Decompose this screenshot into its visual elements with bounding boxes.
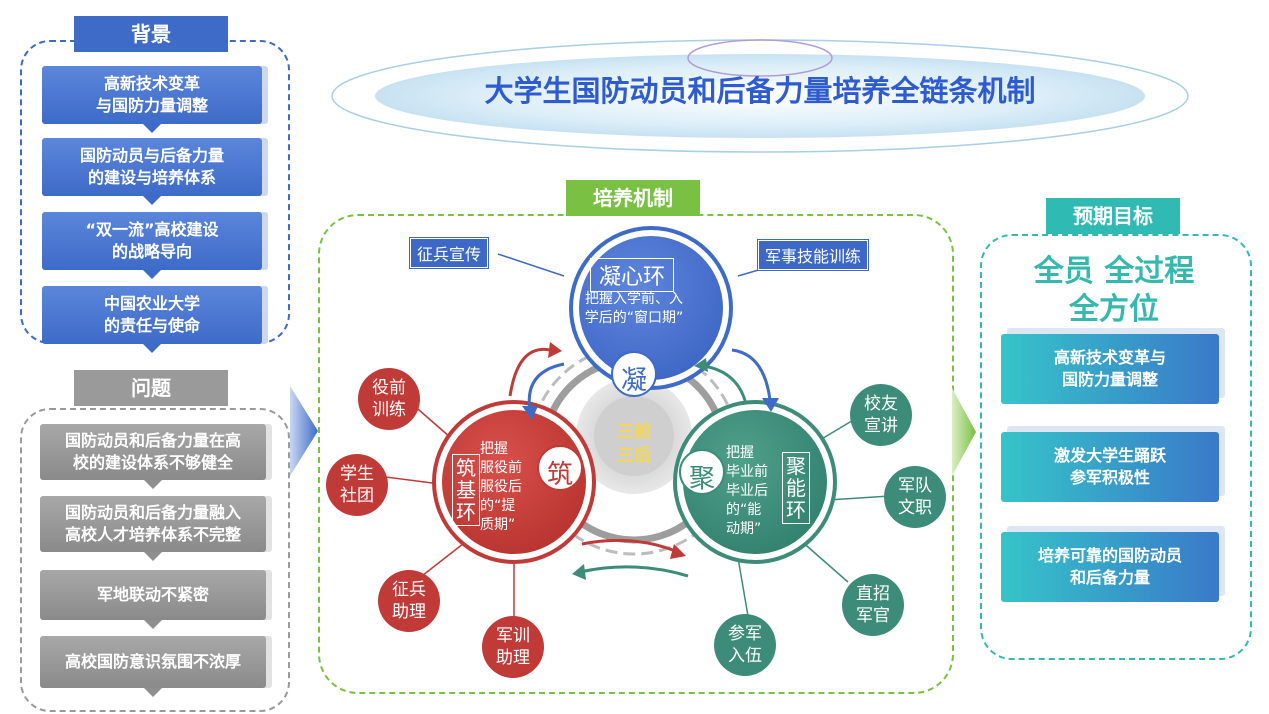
top-ring-text: 把握入学前、入 学后的“窗口期” [584,291,684,326]
left-ring-name: 筑 基 环 [452,454,480,526]
arrow-right-icon-blue [290,386,318,476]
node-pre-service-training: 役前 训练 [358,368,420,430]
mechanism-header: 培养机制 [566,180,700,216]
right-ring-name: 聚 能 环 [782,452,810,524]
background-item-1: 高新技术变革 与国防力量调整 [42,66,262,133]
tag-military-skills-training: 军事技能训练 [758,240,869,270]
node-student-clubs: 学生 社团 [326,454,388,516]
top-ring-name: 凝心环 [590,258,674,292]
left-ring-text: 把握 服役前 服役后 的“提 质期” [480,441,522,533]
node-enlist: 参军 入伍 [714,614,776,676]
problem-item-1: 国防动员和后备力量在高 校的建设体系不够健全 [40,424,266,489]
node-training-assistant: 军训 助理 [482,616,544,678]
problem-item-4: 高校国防意识氛围不浓厚 [40,636,266,697]
goals-headline-2: 全方位 [1069,292,1159,327]
problem-item-3: 军地联动不紧密 [40,570,266,629]
background-item-4: 中国农业大学 的责任与使命 [42,286,262,353]
ring-diagram [377,226,891,622]
glyph-ju-icon: 聚 [688,464,715,494]
goal-item-3: 培养可靠的国防动员 和后备力量 [1001,532,1219,602]
problem-item-2: 国防动员和后备力量融入 高校人才培养体系不完整 [40,496,266,561]
center-label: 三前 三后 [617,422,651,466]
title-banner [331,39,1189,153]
problems-panel [20,408,290,712]
background-item-3: “双一流”高校建设 的战略导向 [42,212,262,279]
arrow-right-icon-green [952,388,976,476]
background-header: 背景 [74,16,228,52]
node-military-civilian: 军队 文职 [884,466,946,528]
right-ring-text: 把握 毕业前 毕业后 的“能 动期” [726,445,768,537]
tag-recruitment-promotion: 征兵宣传 [410,238,489,268]
goal-item-1: 高新技术变革与 国防力量调整 [1001,334,1219,404]
glyph-ning-icon: 凝 [620,366,647,396]
problems-header: 问题 [74,370,228,406]
node-direct-officer: 直招 军官 [842,574,904,636]
goal-item-2: 激发大学生踊跃 参军积极性 [1001,432,1219,502]
node-recruitment-assistant: 征兵 助理 [378,570,440,632]
goals-panel [980,234,1252,660]
goals-headline-1: 全员 全过程 [1033,254,1195,289]
page-title: 大学生国防动员和后备力量培养全链条机制 [484,74,1036,108]
background-item-2: 国防动员与后备力量 的建设与培养体系 [42,138,262,205]
node-alumni-talk: 校友 宣讲 [850,384,912,446]
goals-header: 预期目标 [1046,198,1180,234]
glyph-zhu-icon: 筑 [546,460,573,490]
